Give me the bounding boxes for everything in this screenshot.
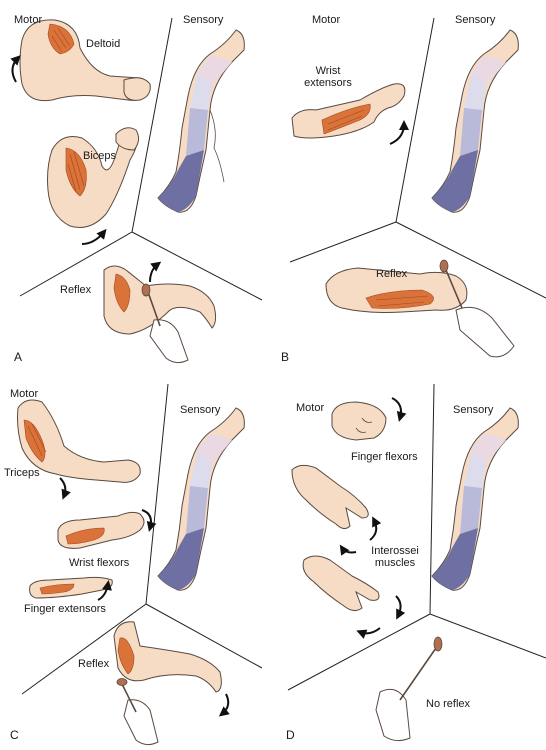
panel-c-reflex-label: Reflex: [78, 658, 110, 670]
panel-b-reflex-fibers: [375, 295, 429, 307]
deltoid-muscle-fibers: [51, 27, 71, 53]
panel-d-letter: D: [286, 728, 295, 742]
wrist-extensors-label-line-2: extensors: [304, 77, 352, 89]
wrist-extensors-label: Wrist extensors: [296, 65, 360, 89]
panel-a-sensory-label: Sensory: [183, 14, 224, 26]
finger-extensor-arrow: [97, 580, 112, 601]
finger-extensors-label: Finger extensors: [24, 603, 106, 615]
finger-flexor-knuckles: [355, 417, 373, 433]
panel-c-examiner-hand: [123, 699, 159, 746]
deltoid-fist: [123, 77, 151, 101]
interossei-hand-upper: [291, 464, 369, 530]
finger-extensor-muscle: [39, 583, 75, 595]
panel-b-reflex-muscle: [365, 289, 434, 309]
panel-b-reflex-hammer-handle: [445, 269, 463, 309]
panel-c-reflex-arm: [113, 621, 222, 693]
interossei-hand-lower: [302, 555, 380, 612]
panel-d-sensory-label: Sensory: [453, 404, 494, 416]
panel-c-corner-lines: [21, 383, 263, 695]
deltoid-label: Deltoid: [86, 38, 121, 50]
interossei-label-line-1: Interossei: [371, 545, 419, 557]
panel-d-reflex-hammer-handle: [399, 647, 437, 701]
panel-b-motor-label: Motor: [312, 14, 341, 26]
wrist-extensor-muscle: [321, 103, 371, 135]
panel-a-reflex-hammer-head: [141, 283, 151, 297]
panel-a-reflex-hammer-handle: [147, 291, 161, 327]
panel-b: [289, 17, 546, 358]
panel-b-corner-lines: [289, 17, 546, 299]
wrist-extensors-label-line-1: Wrist: [315, 65, 341, 77]
panel-c-sensory-arm: [157, 407, 245, 591]
panel-a-reflex-arrow: [149, 261, 162, 283]
biceps-muscle-fibers: [67, 151, 85, 193]
panel-c-letter: C: [10, 728, 19, 742]
panel-b-reflex-hammer-head: [439, 259, 449, 273]
panel-d-corner-lines: [287, 383, 546, 691]
panel-a-reflex-arm: [103, 265, 217, 335]
panel-a-corner-lines: [19, 17, 263, 301]
interossei-label-line-2: muscles: [374, 557, 416, 569]
panel-a-sensory-arm: [157, 29, 245, 213]
finger-flexor-arrow: [391, 397, 407, 422]
panel-a-letter: A: [14, 350, 23, 364]
panel-d: [287, 383, 546, 742]
panel-a-reflex-muscle: [113, 273, 131, 313]
biceps-muscle: [65, 147, 87, 197]
panel-c-reflex-hammer-handle: [121, 683, 137, 713]
panel-d-examiner-hand: [375, 688, 411, 742]
deltoid-arrow: [10, 55, 21, 83]
finger-flexors-label: Finger flexors: [351, 451, 418, 463]
wrist-extensor-fibers: [327, 109, 365, 131]
panel-b-sensory-label: Sensory: [455, 14, 496, 26]
panel-c-motor-label: Motor: [10, 388, 39, 400]
interossei-muscles-label: Interossei muscles: [362, 545, 428, 569]
wrist-extensor-arrow: [389, 120, 409, 145]
triceps-arrow: [59, 477, 71, 500]
panel-c-reflex-hammer-head: [116, 678, 128, 686]
panel-a: [10, 17, 263, 364]
triceps-arm: [17, 399, 141, 483]
panel-b-examiner-hand: [455, 306, 515, 358]
wrist-flexors-label: Wrist flexors: [69, 557, 130, 569]
interossei-upper-arrow-in: [339, 544, 357, 556]
panel-b-letter: B: [281, 350, 290, 364]
wrist-flexor-arrow: [141, 509, 157, 532]
triceps-label: Triceps: [4, 467, 40, 479]
panel-c-reflex-muscle: [117, 637, 135, 675]
no-reflex-label: No reflex: [426, 698, 471, 710]
interossei-lower-arrow-in: [356, 627, 381, 639]
panel-c: [17, 383, 263, 746]
biceps-fist: [115, 127, 140, 151]
interossei-upper-arrow-out: [369, 516, 382, 541]
panel-c-reflex-arrow: [218, 693, 230, 717]
interossei-lower-arrow-out: [395, 595, 406, 620]
biceps-arrow: [81, 228, 107, 245]
panel-a-examiner-hand: [149, 319, 189, 364]
biceps-label: Biceps: [83, 150, 117, 162]
panel-a-reflex-label: Reflex: [60, 284, 92, 296]
panel-b-sensory-arm: [431, 29, 519, 213]
panel-b-reflex-label: Reflex: [376, 268, 408, 280]
deltoid-muscle: [47, 23, 75, 55]
panel-d-sensory-arm: [431, 407, 519, 591]
panel-a-motor-label: Motor: [14, 14, 43, 26]
finger-flexor-fist: [331, 401, 387, 441]
panel-c-sensory-label: Sensory: [180, 404, 221, 416]
panel-d-motor-label: Motor: [296, 402, 325, 414]
wrist-flexor-muscle: [65, 527, 105, 545]
panel-d-reflex-hammer-head: [433, 636, 443, 652]
triceps-fibers: [27, 423, 47, 457]
